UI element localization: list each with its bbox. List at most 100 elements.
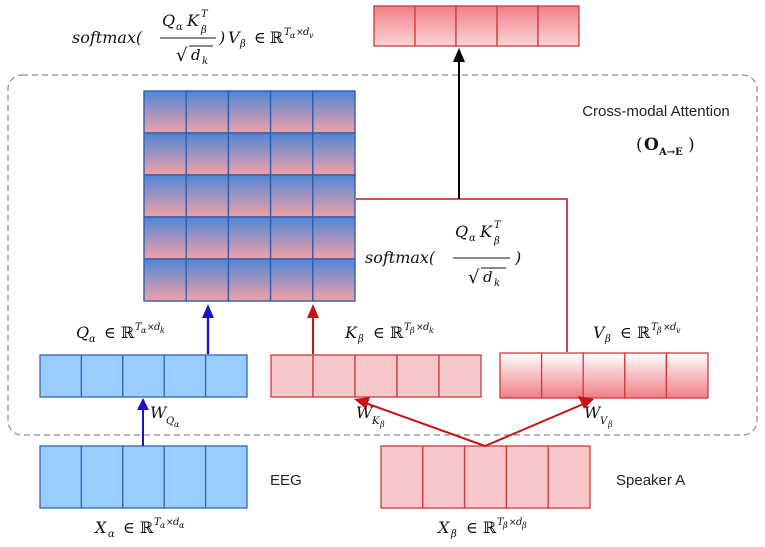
attention-cell — [227, 258, 272, 302]
svg-text:V: V — [600, 416, 609, 427]
attention-cell — [312, 258, 356, 302]
svg-text:×: × — [147, 323, 155, 333]
svg-text:): ) — [688, 135, 695, 155]
svg-text:β: β — [379, 420, 385, 429]
svg-text:Q: Q — [76, 323, 89, 342]
output-vector — [373, 5, 580, 47]
attention-cell — [269, 216, 314, 260]
svg-text:(: ( — [636, 135, 643, 155]
svg-text:×: × — [166, 518, 174, 528]
svg-text:K: K — [186, 11, 200, 30]
attention-cell — [143, 258, 187, 302]
key-vector-cell — [354, 354, 398, 398]
output-vector-cell — [373, 5, 416, 47]
svg-text:ℝ: ℝ — [140, 518, 154, 537]
attention-cell — [185, 216, 230, 260]
eeg-input-vector-cell — [80, 445, 124, 509]
svg-text:T: T — [201, 9, 209, 20]
svg-text:β: β — [239, 39, 246, 50]
attention-cell — [227, 132, 272, 176]
svg-text:∈: ∈ — [254, 28, 266, 47]
svg-text:d: d — [173, 517, 179, 528]
eeg-input-vector-cell — [39, 445, 83, 509]
output-vector-cell — [414, 5, 457, 47]
attention-cell — [185, 132, 230, 176]
svg-text:d: d — [483, 268, 493, 286]
attention-cell — [143, 132, 187, 176]
attention-cell — [185, 174, 230, 218]
attention-cell — [185, 258, 230, 302]
svg-text:α: α — [469, 233, 476, 244]
svg-text:β: β — [493, 236, 500, 247]
svg-text:α: α — [108, 529, 115, 540]
eeg-input-formula: X α ∈ ℝ T α × d α — [93, 517, 185, 540]
svg-text:ℝ: ℝ — [483, 518, 497, 537]
svg-text:K: K — [344, 323, 358, 342]
speaker-label: Speaker A — [616, 472, 685, 489]
attention-cell — [143, 174, 187, 218]
svg-text:): ) — [218, 28, 225, 47]
svg-text:T: T — [284, 27, 292, 38]
svg-text:∈: ∈ — [466, 518, 478, 537]
value-vector-cell — [624, 352, 668, 399]
svg-text:×: × — [663, 323, 671, 333]
svg-text:α: α — [141, 326, 147, 335]
svg-text:√: √ — [176, 45, 188, 66]
value-vector-cell — [540, 352, 584, 399]
svg-text:ℝ: ℝ — [637, 323, 651, 342]
eeg-input-vector-cell — [122, 445, 165, 509]
output-vector-cell — [496, 5, 539, 47]
value-vector — [499, 352, 709, 399]
weight-k-label: W K β — [356, 403, 385, 429]
svg-text:β: β — [521, 521, 527, 530]
arrowhead-q-to-matrix — [202, 304, 214, 318]
svg-text:V: V — [593, 323, 606, 342]
speaker-input-formula: X β ∈ ℝ T β × d β — [436, 517, 527, 540]
attention-formula: softmax( Q α K T β √ d k ) — [365, 220, 521, 289]
arrowhead-eeg-to-q — [137, 398, 149, 410]
attention-cell — [227, 174, 272, 218]
svg-text:d: d — [670, 322, 676, 333]
key-vector-cell — [312, 354, 356, 398]
svg-text:W: W — [356, 403, 374, 422]
connectors — [137, 48, 594, 447]
query-vector-cell — [122, 354, 165, 398]
key-label: K β ∈ ℝ T β × d k — [344, 322, 434, 345]
svg-text:K: K — [371, 416, 380, 427]
speaker-input-vector-cell — [505, 445, 549, 509]
svg-text:V: V — [228, 28, 241, 47]
svg-text:β: β — [357, 334, 364, 345]
svg-text:∈: ∈ — [373, 323, 385, 342]
attention-cell — [312, 132, 356, 176]
svg-text:O: O — [644, 135, 659, 155]
svg-text:α: α — [174, 420, 180, 429]
svg-text:d: d — [423, 322, 429, 333]
svg-text:softmax(: softmax( — [365, 248, 436, 267]
svg-text:T: T — [497, 517, 505, 528]
attention-cell — [227, 90, 272, 134]
attention-cell — [312, 90, 356, 134]
svg-text:T: T — [404, 322, 412, 333]
attention-cell — [269, 90, 314, 134]
value-vector-cell — [582, 352, 626, 399]
svg-text:α: α — [89, 334, 96, 345]
svg-text:Q: Q — [162, 11, 175, 30]
svg-text:): ) — [514, 248, 521, 267]
output-vector-cell — [455, 5, 498, 47]
svg-text:β: β — [409, 326, 415, 335]
eeg-input-vector-cell — [204, 445, 248, 509]
query-vector-cell — [204, 354, 248, 398]
cross-modal-attention-border — [7, 74, 758, 436]
svg-text:β: β — [656, 326, 662, 335]
svg-text:softmax(: softmax( — [72, 28, 143, 47]
svg-text:∈: ∈ — [123, 518, 135, 537]
module-operator: ( O A→E ) — [636, 135, 695, 158]
attention-cell — [143, 90, 187, 134]
arrow-speaker-to-k — [359, 400, 486, 447]
eeg-input-vector — [39, 445, 248, 509]
svg-text:β: β — [200, 25, 207, 36]
arrowhead-to-output — [453, 48, 465, 62]
svg-text:Q: Q — [166, 416, 174, 427]
query-vector-cell — [80, 354, 124, 398]
svg-text:T: T — [651, 322, 659, 333]
